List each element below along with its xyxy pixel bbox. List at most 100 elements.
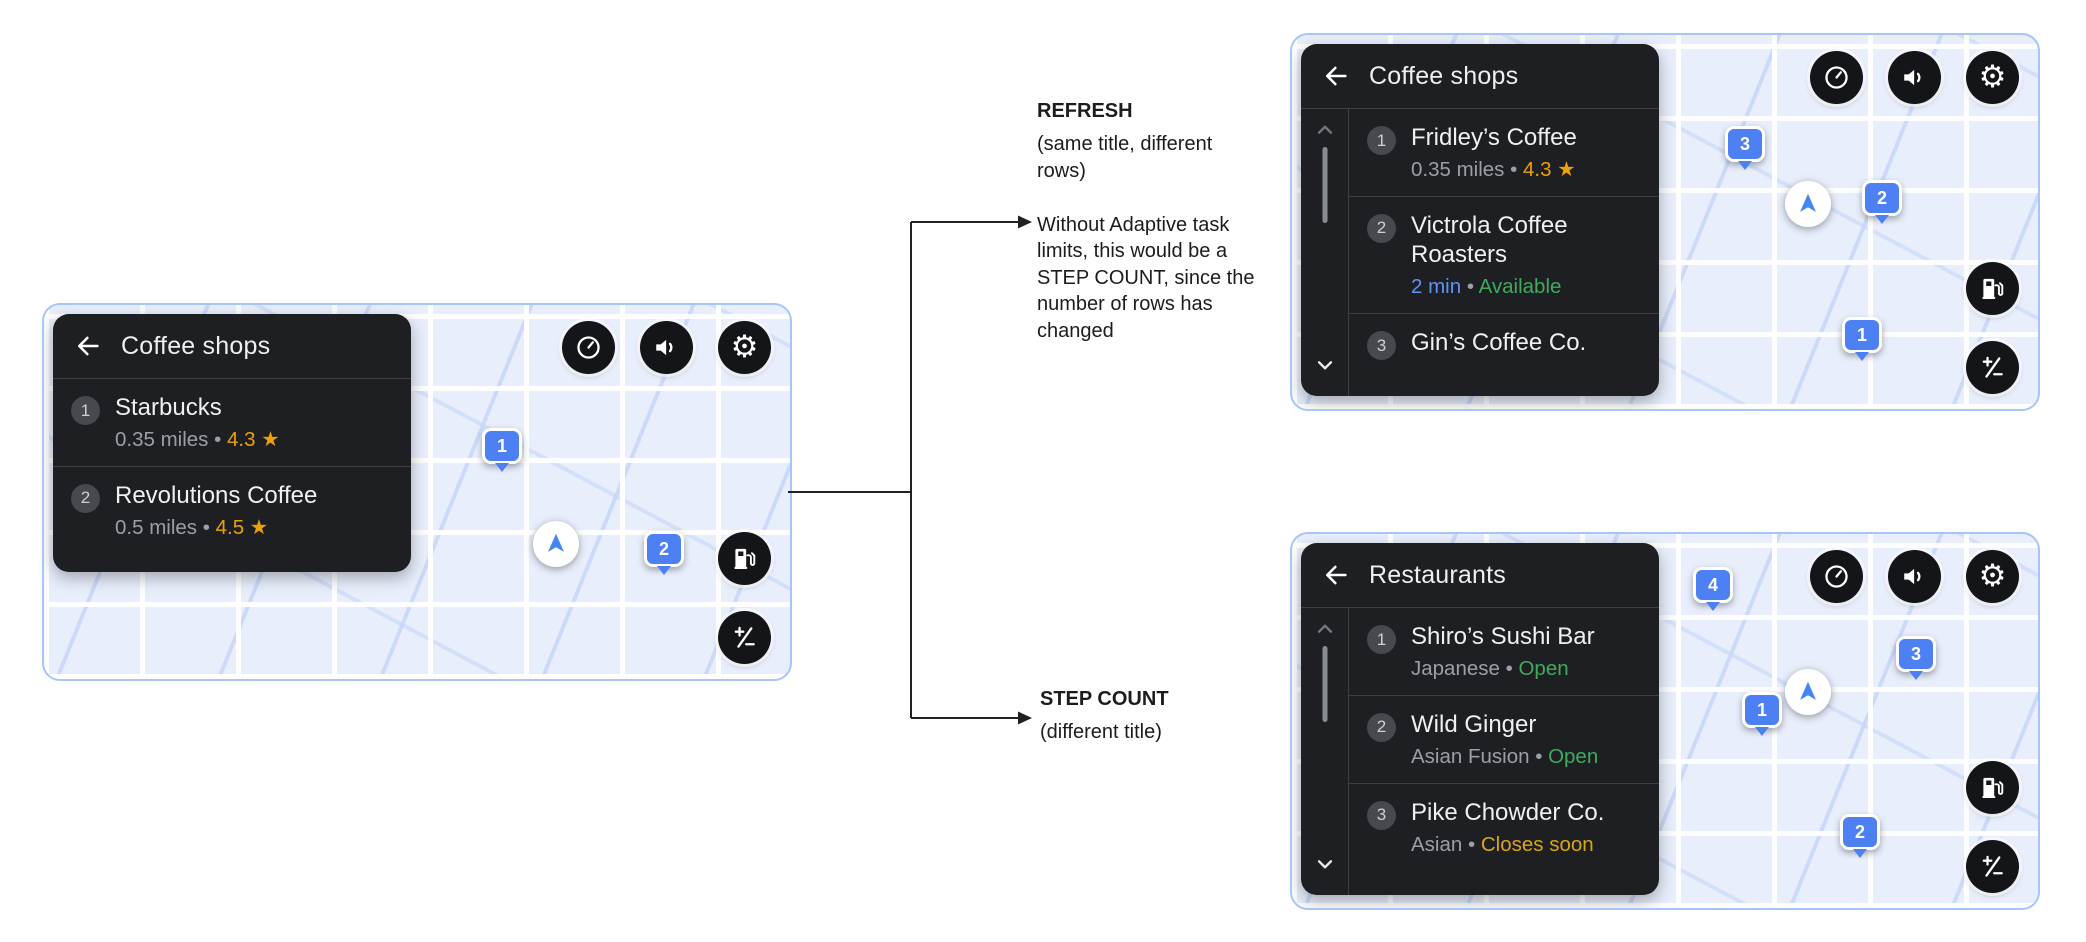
back-button[interactable] <box>73 331 103 361</box>
back-button[interactable] <box>1321 560 1351 590</box>
subtitle-part: 4.3 ★ <box>227 428 280 452</box>
place-list: 1 Shiro’s Sushi Bar Japanese • Open 2 Wi… <box>1349 608 1659 895</box>
place-subtitle: Asian • Closes soon <box>1411 832 1604 858</box>
audio-button[interactable] <box>1888 51 1941 104</box>
place-subtitle: Japanese • Open <box>1411 656 1595 682</box>
place-index-badge: 2 <box>1367 712 1396 742</box>
chevron-up-icon <box>1317 125 1332 134</box>
place-subtitle: 0.5 miles • 4.5 ★ <box>115 515 317 541</box>
scroll-up-button[interactable] <box>1312 616 1338 642</box>
speedometer-button[interactable] <box>1810 51 1863 104</box>
place-row[interactable]: 3 Pike Chowder Co. Asian • Closes soon <box>1349 782 1659 871</box>
subtitle-part: 0.35 miles • <box>1411 158 1523 182</box>
map-panel-step-count[interactable]: Restaurants 1 Shiro’s Sushi <box>1290 532 2040 910</box>
fuel-station-button[interactable] <box>718 532 771 585</box>
place-index-badge: 3 <box>1367 331 1396 361</box>
back-button[interactable] <box>1321 61 1351 91</box>
place-list-card: Coffee shops 1 Starbucks 0.35 miles • 4.… <box>53 314 411 572</box>
fuel-pump-icon <box>1982 278 2004 299</box>
list-title: Coffee shops <box>121 331 271 360</box>
place-name: Wild Ginger <box>1411 710 1537 738</box>
place-name: Starbucks <box>115 394 222 421</box>
scrollbar-thumb[interactable] <box>1322 147 1327 223</box>
speaker-icon <box>1904 568 1921 585</box>
speedometer-button[interactable] <box>562 321 615 374</box>
place-index-badge: 2 <box>71 483 100 513</box>
settings-button[interactable]: ⚙ <box>1966 550 2019 603</box>
map-panel-refresh[interactable]: Coffee shops 1 Fridley’s Cof <box>1290 33 2040 411</box>
plus-minus-icon <box>734 626 755 648</box>
speedometer-icon <box>1825 565 1848 588</box>
zoom-toggle-button[interactable] <box>1966 341 2019 394</box>
subtitle-part: 4.5 ★ <box>215 516 269 540</box>
list-header: Coffee shops <box>53 314 411 379</box>
map-action-buttons: ⚙ <box>1810 51 2019 104</box>
settings-button[interactable]: ⚙ <box>718 321 771 374</box>
place-index-badge: 3 <box>1367 800 1396 830</box>
place-row[interactable]: 3 Gin’s Coffee Co. <box>1349 313 1659 373</box>
subtitle-part: 4.3 ★ <box>1523 158 1576 182</box>
map-marker-2[interactable]: 2 <box>644 531 684 567</box>
audio-button[interactable] <box>640 321 693 374</box>
zoom-toggle-button[interactable] <box>718 611 771 664</box>
fuel-pump-icon <box>734 548 756 569</box>
map-marker-3[interactable]: 3 <box>1725 126 1765 162</box>
scroll-up-button[interactable] <box>1312 117 1338 143</box>
fuel-station-button[interactable] <box>1966 761 2019 814</box>
map-marker-4[interactable]: 4 <box>1693 567 1733 603</box>
zoom-toggle-button[interactable] <box>1966 840 2019 893</box>
map-marker-1[interactable]: 1 <box>482 428 522 464</box>
fuel-station-button[interactable] <box>1966 262 2019 315</box>
place-row[interactable]: 1 Fridley’s Coffee 0.35 miles • 4.3 ★ <box>1349 109 1659 196</box>
map-action-buttons: ⚙ <box>562 321 771 374</box>
map-panel-initial[interactable]: Coffee shops 1 Starbucks 0.35 miles • 4.… <box>42 303 792 681</box>
map-marker-1[interactable]: 1 <box>1842 317 1882 353</box>
list-header: Restaurants <box>1301 543 1659 608</box>
map-marker-2[interactable]: 2 <box>1840 814 1880 850</box>
subtitle-part: Asian Fusion • <box>1411 745 1549 769</box>
place-index-badge: 2 <box>1367 213 1396 243</box>
annotation-step-count-subtitle: (different title) <box>1040 721 1162 744</box>
subtitle-part: Closes soon <box>1480 833 1594 857</box>
settings-button[interactable]: ⚙ <box>1966 51 2019 104</box>
back-arrow-icon <box>78 336 99 356</box>
subtitle-part: Available <box>1478 275 1562 299</box>
speaker-icon <box>1904 69 1921 86</box>
list-scrollbar <box>1301 608 1349 895</box>
place-index-badge: 1 <box>71 396 100 425</box>
place-list: 1 Fridley’s Coffee 0.35 miles • 4.3 ★ 2 … <box>1349 109 1659 396</box>
subtitle-part: Japanese • <box>1411 657 1519 681</box>
plus-minus-icon <box>1982 855 2003 877</box>
place-list-card: Restaurants 1 Shiro’s Sushi <box>1301 543 1659 895</box>
vehicle-position-indicator <box>1785 181 1831 227</box>
map-marker-3[interactable]: 3 <box>1896 636 1936 672</box>
navigation-arrow-icon <box>1800 193 1816 212</box>
place-row[interactable]: 2 Wild Ginger Asian Fusion • Open <box>1349 694 1659 783</box>
map-action-buttons: ⚙ <box>1810 550 2019 603</box>
place-subtitle: 0.35 miles • 4.3 ★ <box>115 427 280 453</box>
place-row[interactable]: 2 Victrola Coffee Roasters 2 min • Avail… <box>1349 195 1659 313</box>
subtitle-part: 0.35 miles • <box>115 428 227 452</box>
scroll-down-button[interactable] <box>1312 851 1338 877</box>
audio-button[interactable] <box>1888 550 1941 603</box>
back-arrow-icon <box>1326 66 1347 86</box>
place-index-badge: 1 <box>1367 625 1396 654</box>
place-row[interactable]: 1 Starbucks 0.35 miles • 4.3 ★ <box>53 379 411 466</box>
gear-icon: ⚙ <box>730 329 759 365</box>
scroll-down-button[interactable] <box>1312 352 1338 378</box>
chevron-down-icon <box>1317 361 1332 370</box>
speedometer-icon <box>1825 66 1848 89</box>
place-list-card: Coffee shops 1 Fridley’s Cof <box>1301 44 1659 396</box>
place-list: 1 Starbucks 0.35 miles • 4.3 ★ 2 Revolut… <box>53 379 411 554</box>
subtitle-part: 2 min <box>1411 275 1462 299</box>
place-row[interactable]: 2 Revolutions Coffee 0.5 miles • 4.5 ★ <box>53 465 411 554</box>
list-header: Coffee shops <box>1301 44 1659 109</box>
map-marker-1[interactable]: 1 <box>1742 692 1782 728</box>
place-name: Revolutions Coffee <box>115 481 318 509</box>
map-marker-2[interactable]: 2 <box>1862 180 1902 216</box>
navigation-arrow-icon <box>1800 681 1816 700</box>
place-row[interactable]: 1 Shiro’s Sushi Bar Japanese • Open <box>1349 608 1659 695</box>
back-arrow-icon <box>1326 565 1347 585</box>
speedometer-button[interactable] <box>1810 550 1863 603</box>
scrollbar-thumb[interactable] <box>1322 646 1327 722</box>
